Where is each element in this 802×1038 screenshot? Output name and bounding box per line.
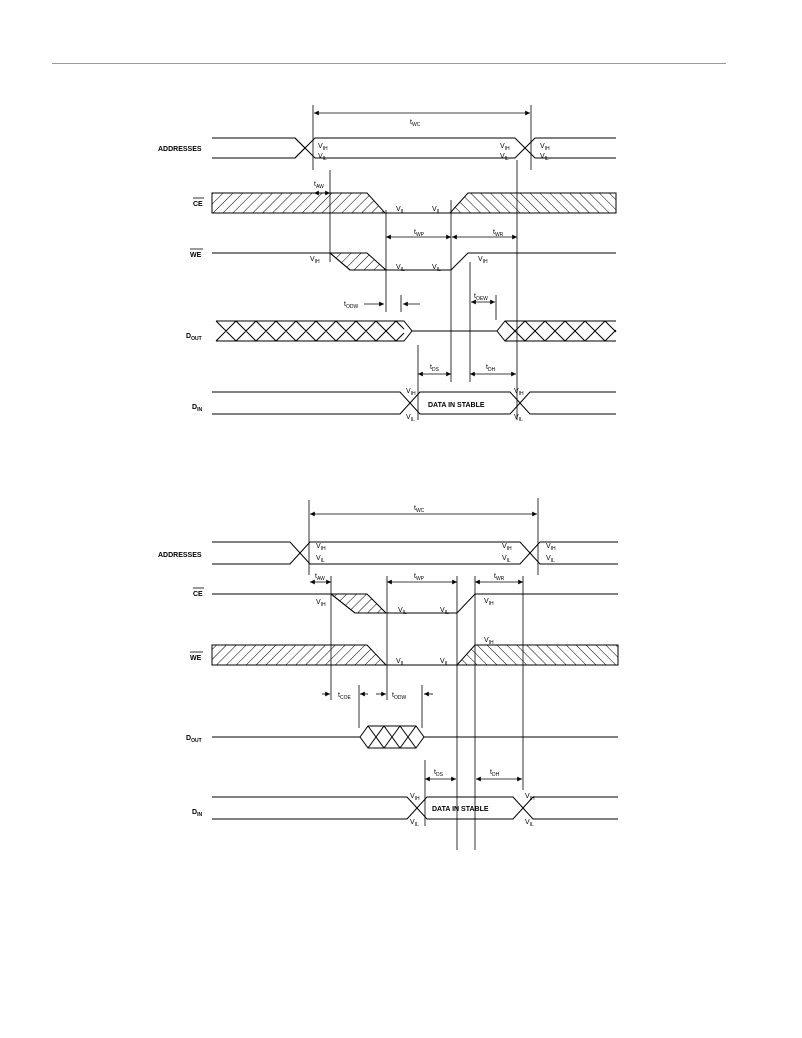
d1-twp-label: tWP [414, 229, 425, 238]
d1-addr-vil-1: VIL [318, 153, 327, 162]
d2-tdh-label: tDH [490, 769, 500, 778]
d1-label-dout: DOUT [186, 333, 202, 342]
d2-addr-vil-2: VIL [502, 555, 511, 564]
d2-ce-vil-1: VIL [398, 607, 407, 616]
d1-we-vih-2: VIH [478, 256, 488, 265]
d2-twc-label: tWC [414, 505, 425, 514]
d1-label-addresses: ADDRESSES [158, 146, 202, 153]
d1-tds-label: tDS [430, 364, 440, 373]
d1-ce-hatch-left [211, 192, 387, 214]
d1-we-wave-2 [386, 252, 616, 271]
d2-label-we: WE [190, 655, 202, 662]
d2-ce-wave [212, 593, 618, 614]
d1-addr-vih-2: VIH [500, 143, 510, 152]
d2-we-vil-1: VIL [396, 658, 405, 667]
d1-din-vil-2: VIL [514, 414, 523, 423]
d1-we-hatch [328, 252, 388, 271]
d1-addr-vih-3: VIH [540, 143, 550, 152]
d1-din-wave [212, 391, 616, 415]
d1-din-vih-1: VIH [406, 388, 416, 397]
d2-todw-label: tODW [392, 692, 406, 701]
d1-twc-label: tWC [410, 119, 421, 128]
d2-tcoe-label: tCOE [338, 692, 351, 701]
d2-dout-wave [212, 725, 618, 749]
d1-addr-wave [294, 137, 616, 159]
d2-twp-label: tWP [414, 573, 425, 582]
diagram-2: ADDRESSES CE WE DOUT DIN tWC VIH VIL VIH… [158, 498, 619, 850]
d1-we-vil-2: VIL [432, 264, 441, 273]
d1-taw-label: tAW [314, 181, 324, 190]
d1-ce-hatch-right [448, 192, 617, 214]
d2-ce-hatch [329, 593, 388, 614]
d2-we-hatch-left [211, 644, 388, 666]
d1-we-vih-1: VIH [310, 256, 320, 265]
d2-din-vil-1: VIL [410, 819, 419, 828]
d2-addr-wave [212, 541, 618, 565]
d2-we-vih: VIH [484, 637, 494, 646]
d1-din-vih-2: VIH [514, 388, 524, 397]
d1-we-vil-1: VIL [396, 264, 405, 273]
d1-todw-label: tODW [344, 301, 358, 310]
d1-label-we: WE [190, 252, 202, 259]
d2-addr-vil-1: VIL [316, 555, 325, 564]
d2-data-in-stable: DATA IN STABLE [432, 806, 489, 813]
d2-addr-vih-2: VIH [502, 543, 512, 552]
d2-addr-vih-3: VIH [546, 543, 556, 552]
d2-ce-vih-1: VIH [316, 599, 326, 608]
d2-label-ce: CE [193, 591, 203, 598]
d2-addr-vih-1: VIH [316, 543, 326, 552]
d1-toew-label: tOEW [474, 293, 488, 302]
d2-din-vil-2: VIL [525, 819, 534, 828]
d1-label-ce: CE [193, 201, 203, 208]
d2-ce-vih-2: VIH [484, 598, 494, 607]
d2-addr-vil-3: VIL [546, 555, 555, 564]
diagram-1: ADDRESSES CE WE DOUT DIN tWC VIH VIL VIH… [158, 105, 617, 423]
d1-addr-wave-left [212, 137, 306, 159]
d2-din-vih-2: VIH [525, 793, 535, 802]
d2-din-vih-1: VIH [410, 793, 420, 802]
d1-ce-vil-2: VIL [432, 206, 441, 215]
top-rule [52, 63, 726, 64]
d1-data-in-stable: DATA IN STABLE [428, 402, 485, 409]
d2-we-hatch-right [455, 644, 619, 666]
d1-din-vil-1: VIL [406, 414, 415, 423]
d2-tds-label: tDS [434, 769, 444, 778]
d1-addr-vil-2: VIL [500, 153, 509, 162]
d2-taw-label: tAW [315, 573, 325, 582]
d1-dout-wave [215, 320, 617, 342]
d1-addr-vih-1: VIH [318, 143, 328, 152]
d1-ce-vil-1: VIL [396, 206, 405, 215]
d2-ce-vil-2: VIL [440, 607, 449, 616]
d2-din-wave [212, 796, 618, 820]
d2-label-din: DIN [192, 809, 202, 818]
d2-label-addresses: ADDRESSES [158, 552, 202, 559]
d2-twr-label: tWR [494, 573, 505, 582]
d2-we-vil-2: VIL [440, 658, 449, 667]
d1-addr-vil-3: VIL [540, 153, 549, 162]
d1-tdh-label: tDH [486, 364, 496, 373]
d1-twr-label: tWR [493, 229, 504, 238]
d2-label-dout: DOUT [186, 735, 202, 744]
d1-label-din: DIN [192, 404, 202, 413]
